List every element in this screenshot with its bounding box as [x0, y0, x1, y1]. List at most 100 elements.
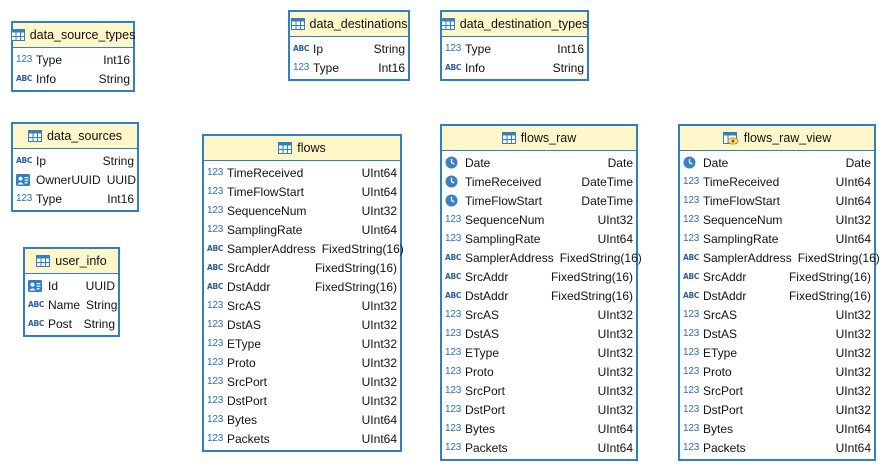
number-type-icon: 123 — [683, 366, 700, 377]
field-name: Info — [36, 71, 57, 86]
table-icon — [440, 18, 455, 30]
entity-header[interactable]: data_destination_types — [440, 12, 588, 37]
entity-header[interactable]: data_sources — [13, 124, 137, 149]
field-name: DstAddr — [703, 288, 747, 303]
number-type-icon: 123 — [445, 385, 462, 396]
field-name: TimeReceived — [227, 165, 304, 180]
entity-header[interactable]: flows — [204, 136, 400, 161]
entity-header[interactable]: flows_raw — [442, 126, 636, 151]
entity-header[interactable]: data_source_types — [10, 23, 135, 48]
field-name: Date — [465, 155, 491, 170]
number-type-icon: 123 — [445, 43, 462, 54]
field-name: TimeFlowStart — [703, 193, 780, 208]
number-type-icon: 123 — [207, 167, 224, 178]
field-type: DateTime — [581, 193, 633, 208]
field-type: Int16 — [107, 191, 134, 206]
string-type-icon: ABC — [293, 44, 310, 53]
field-name: Name — [48, 297, 81, 312]
number-type-icon: 123 — [683, 309, 700, 320]
entity-header[interactable]: data_destinations — [290, 12, 408, 37]
number-type-icon: 123 — [683, 385, 700, 396]
field-type: DateTime — [581, 174, 633, 189]
string-type-icon: ABC — [683, 272, 700, 281]
field-row[interactable]: TimeFlowStart DateTime — [445, 191, 633, 210]
field-type: UInt64 — [835, 440, 871, 455]
field-name: Ip — [313, 41, 324, 56]
entity-header[interactable]: user_info — [25, 249, 118, 274]
field-name: DstPort — [703, 402, 744, 417]
number-type-icon: 123 — [207, 338, 224, 349]
field-type: UInt32 — [835, 402, 871, 417]
entity-header[interactable]: flows_raw_view — [680, 126, 874, 151]
field-name: TimeFlowStart — [465, 193, 542, 208]
field-name: SrcAddr — [465, 269, 509, 284]
